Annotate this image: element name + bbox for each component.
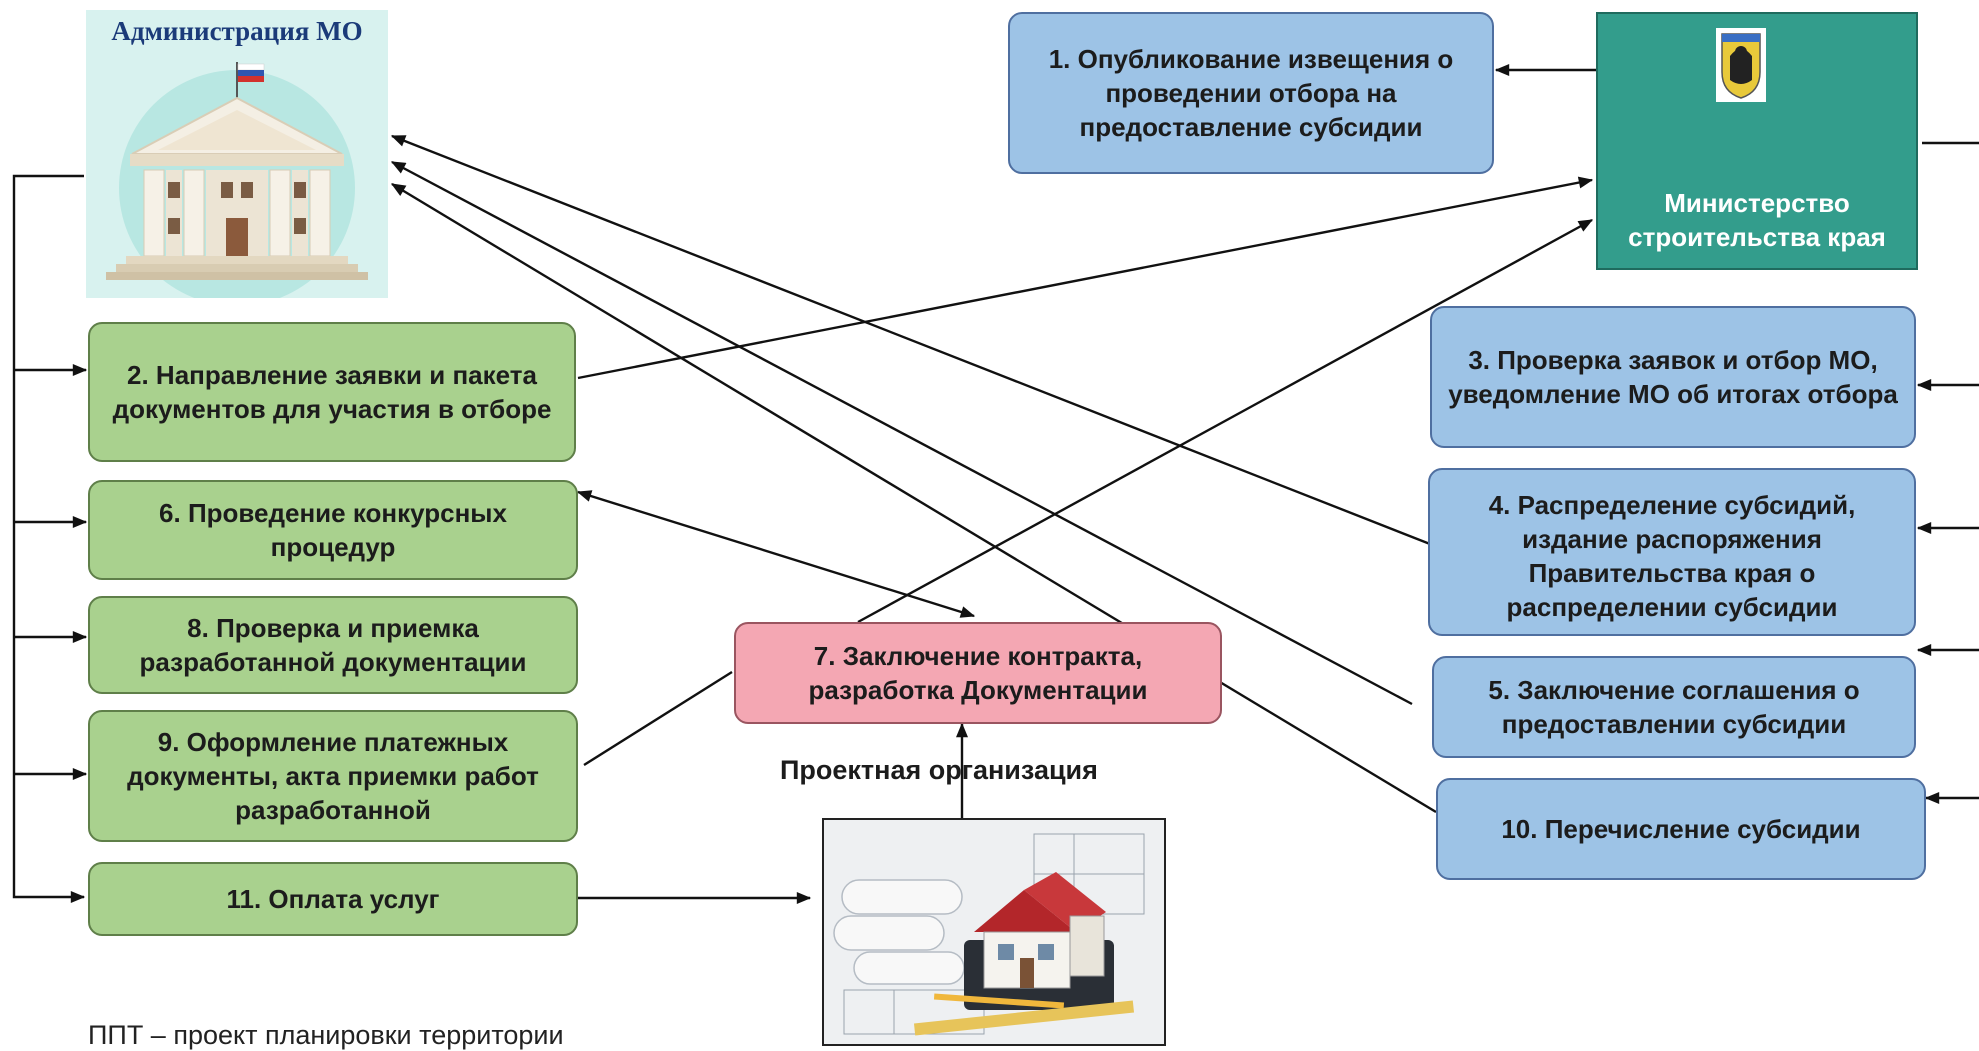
step-1-box: 1. Опубликование извещения о проведении … [1008, 12, 1494, 174]
step9-to-step7 [583, 670, 733, 767]
step-8-box: 8. Проверка и приемка разработанной доку… [88, 596, 578, 694]
step-7-box: 7. Заключение контракта, разработка Доку… [734, 622, 1222, 724]
step-9-label: 9. Оформление платежных документы, акта … [127, 727, 539, 825]
house-blueprint-icon [824, 820, 1164, 1044]
step2-to-ministry [577, 176, 1594, 380]
step-3-label: 3. Проверка заявок и отбор МО, уведомлен… [1448, 345, 1898, 409]
step-11-label: 11. Оплата услуг [226, 884, 440, 914]
step-1-label: 1. Опубликование извещения о проведении … [1048, 44, 1454, 142]
step-4-label: 4. Распределение субсидий, издание распо… [1488, 490, 1856, 622]
step4-to-admin [390, 134, 1431, 546]
step6-step7-link [576, 490, 976, 618]
admin-bus-line [12, 174, 86, 903]
step-2-box: 2. Направление заявки и пакета документо… [88, 322, 576, 462]
step-4-box: 4. Распределение субсидий, издание распо… [1428, 468, 1916, 636]
step-8-label: 8. Проверка и приемка разработанной доку… [139, 613, 527, 677]
project-org-image [822, 818, 1166, 1046]
step5-to-admin [390, 160, 1413, 706]
step-6-label: 6. Проведение конкурсных процедур [159, 498, 507, 562]
admin-title: Администрация МО [111, 16, 363, 46]
step-6-box: 6. Проведение конкурсных процедур [88, 480, 578, 580]
step7-to-ministry [857, 218, 1594, 624]
step-9-box: 9. Оформление платежных документы, акта … [88, 710, 578, 842]
footnote: ППТ – проект планировки территории [88, 1020, 564, 1050]
step-5-box: 5. Заключение соглашения о предоставлени… [1432, 656, 1916, 758]
step-7-label: 7. Заключение контракта, разработка Доку… [808, 641, 1148, 705]
coat-of-arms-icon [1716, 28, 1766, 102]
ministry-label: Министерство строительства края [1628, 188, 1886, 252]
government-building-icon [106, 62, 368, 298]
step-3-box: 3. Проверка заявок и отбор МО, уведомлен… [1430, 306, 1916, 448]
step-2-label: 2. Направление заявки и пакета документо… [112, 360, 552, 424]
step-11-box: 11. Оплата услуг [88, 862, 578, 936]
step-10-label: 10. Перечисление субсидии [1501, 814, 1861, 844]
project-org-label: Проектная организация [780, 755, 1098, 785]
step-5-label: 5. Заключение соглашения о предоставлени… [1488, 675, 1860, 739]
step-10-box: 10. Перечисление субсидии [1436, 778, 1926, 880]
administration-mo-image: Администрация МО [86, 10, 388, 298]
